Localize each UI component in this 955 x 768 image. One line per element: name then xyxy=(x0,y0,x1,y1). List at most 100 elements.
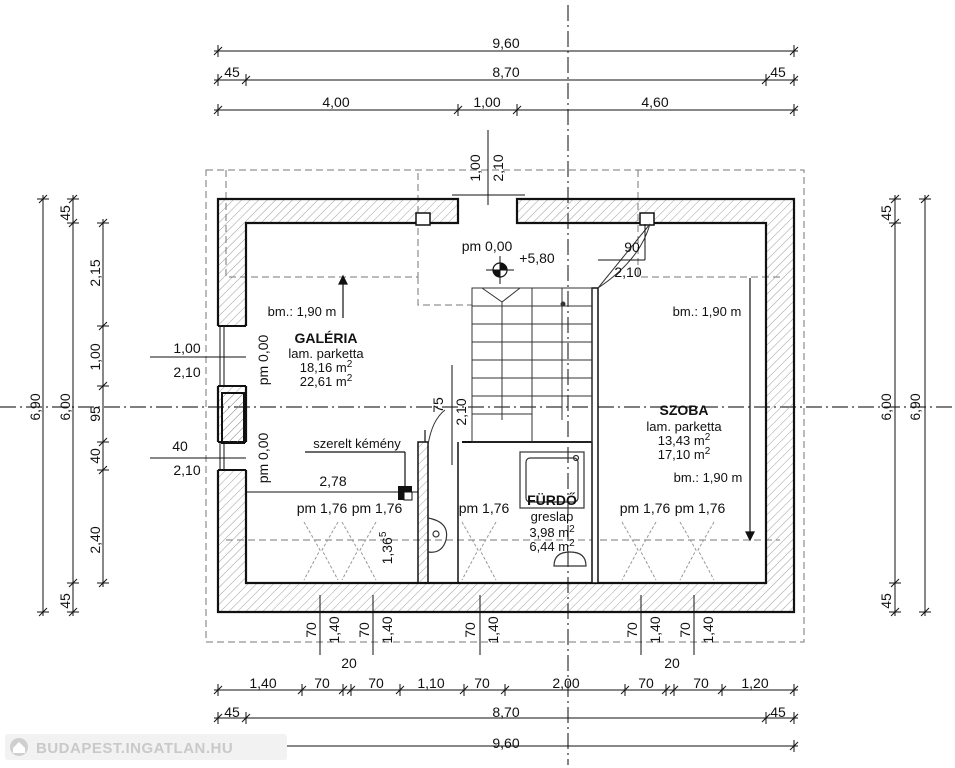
dim-left-wall-top: 45 xyxy=(57,205,73,221)
dim-left-segs-tick xyxy=(98,437,108,447)
room-floor: greslap xyxy=(531,509,574,524)
dim-bottom-seg-3: 70 xyxy=(368,675,384,691)
dim-stair-w: 75 xyxy=(430,397,446,413)
dim-left-total-tick xyxy=(38,607,48,617)
dim-left-inner: 6,00 xyxy=(57,393,73,420)
room-area-2-sup: 2 xyxy=(347,373,353,384)
dim-top-segs-tick xyxy=(213,105,223,115)
room-area-1: 13,43 m2 xyxy=(658,432,711,448)
dim-left-segs-tick xyxy=(98,218,108,228)
dim-left-segs-tick xyxy=(98,465,108,475)
dim-parapet-value: 1,36 xyxy=(379,537,395,564)
dim-bottom-seg-6: 2,00 xyxy=(552,675,579,691)
pm-000-a: pm 0,00 xyxy=(255,334,271,385)
dim-top-total: 9,60 xyxy=(492,35,519,51)
dim-top-total-tick xyxy=(213,46,223,56)
watermark-logo: BUDAPEST.INGATLAN.HU xyxy=(5,734,287,760)
dim-roof-win-c-w: 70 xyxy=(462,622,478,638)
dim-bottom-segs-tick xyxy=(717,685,727,695)
dim-left-inner-tick xyxy=(68,218,78,228)
dim-top-seg-1: 4,00 xyxy=(322,94,349,110)
dim-roof-win-b-w: 70 xyxy=(356,622,372,638)
dim-bottom-total-tick xyxy=(789,741,799,751)
dim-left-window2-h: 2,10 xyxy=(173,462,200,478)
slope-arrows xyxy=(305,274,755,542)
dim-roof-win-c-h: 1,40 xyxy=(485,616,501,643)
room-area-1-value: 3,98 m xyxy=(529,525,569,540)
dim-bottom-seg-4: 1,10 xyxy=(417,675,444,691)
dim-bottom-inner-tick xyxy=(241,713,251,723)
room-area-1-sup: 2 xyxy=(347,359,353,370)
dim-roof-win-d-w: 70 xyxy=(624,622,640,638)
watermark-text: BUDAPEST.INGATLAN.HU xyxy=(36,740,233,757)
dim-bottom-inner-tick xyxy=(213,713,223,723)
dim-stair-h: 2,10 xyxy=(453,398,469,425)
dim-bottom-segs-tick xyxy=(213,685,223,695)
dim-bottom-seg-7: 70 xyxy=(638,675,654,691)
dim-wall-len: 2,78 xyxy=(319,473,346,489)
dim-bottom-segs-tick xyxy=(338,685,348,695)
room-area-1: 18,16 m2 xyxy=(300,359,353,375)
dim-right-wall-top: 45 xyxy=(878,205,894,221)
dim-bottom-seg-2: 70 xyxy=(314,675,330,691)
dim-bottom-inner-tick xyxy=(789,713,799,723)
dim-right-wall-bottom: 45 xyxy=(878,593,894,609)
bathroom-fixtures xyxy=(427,451,587,567)
roof-windows xyxy=(303,521,715,581)
room-area-2-sup: 2 xyxy=(705,446,711,457)
dim-top-segs-tick xyxy=(789,105,799,115)
dim-bottom-segs-tick xyxy=(346,685,356,695)
dim-bottom-seg-1: 1,40 xyxy=(249,675,276,691)
dim-right-inner-tick xyxy=(890,194,900,204)
pm-000-b: pm 0,00 xyxy=(255,432,271,483)
dim-bottom-segs-tick xyxy=(395,685,405,695)
dim-left-inner-tick xyxy=(68,607,78,617)
dim-left-seg-1: 2,15 xyxy=(87,259,103,286)
level-marker xyxy=(486,256,514,284)
pm-176-5: pm 1,76 xyxy=(675,500,726,516)
dim-left-seg-5: 2,40 xyxy=(87,526,103,553)
dim-left-inner-tick xyxy=(68,578,78,588)
dim-roof-win-b-h: 1,40 xyxy=(379,616,395,643)
dimension-lines xyxy=(37,45,931,752)
room-name: FÜRDŐ xyxy=(527,491,577,508)
dim-left-inner-tick xyxy=(68,194,78,204)
dimension-labels: 9,60 8,70 45 45 4,00 1,00 4,60 1,40 70 7… xyxy=(27,35,923,751)
pm-176-3: pm 1,76 xyxy=(459,500,510,516)
room-galeria: GALÉRIA lam. parketta 18,16 m2 22,61 m2 xyxy=(288,330,364,389)
room-area-2-value: 17,10 m xyxy=(658,447,705,462)
dim-bottom-segs-tick xyxy=(669,685,679,695)
dim-left-total: 6,90 xyxy=(27,393,43,420)
dim-left-segs-tick xyxy=(98,321,108,331)
dim-left-wall-bottom: 45 xyxy=(57,593,73,609)
dim-parapet: 1,365 xyxy=(378,531,395,564)
dim-top-inner-tick xyxy=(241,75,251,85)
dim-top-inner-tick xyxy=(213,75,223,85)
dim-top-segs-tick xyxy=(512,105,522,115)
room-area-1-sup: 2 xyxy=(705,432,711,443)
axis-lines xyxy=(0,5,955,765)
room-area-1: 3,98 m2 xyxy=(529,524,575,540)
level-pm: pm 0,00 xyxy=(462,238,513,254)
room-area-1-sup: 2 xyxy=(569,524,575,535)
dim-top-wall-left: 45 xyxy=(224,64,240,80)
dim-parapet-sup: 5 xyxy=(378,531,389,537)
dim-top-inner-tick xyxy=(789,75,799,85)
dim-bottom-segs-tick xyxy=(297,685,307,695)
annotations: pm 0,00 +5,80 bm.: 1,90 m bm.: 1,90 m bm… xyxy=(255,238,742,516)
room-floor: lam. parketta xyxy=(646,419,722,434)
dim-bottom-seg-5: 70 xyxy=(474,675,490,691)
dim-right-inner-tick xyxy=(890,607,900,617)
room-area-2: 6,44 m2 xyxy=(529,538,575,554)
room-szoba: SZOBA lam. parketta 13,43 m2 17,10 m2 xyxy=(646,402,722,462)
dim-left-window1-w: 1,00 xyxy=(173,340,200,356)
dim-gap-left: 20 xyxy=(341,655,357,671)
dim-top-segs-tick xyxy=(453,105,463,115)
room-name: SZOBA xyxy=(660,402,709,418)
dim-left-seg-2: 1,00 xyxy=(87,343,103,370)
dim-top-wall-right: 45 xyxy=(770,64,786,80)
dim-roof-win-e-w: 70 xyxy=(677,622,693,638)
dim-roof-win-a-h: 1,40 xyxy=(326,616,342,643)
room-area-2-value: 22,61 m xyxy=(300,374,347,389)
